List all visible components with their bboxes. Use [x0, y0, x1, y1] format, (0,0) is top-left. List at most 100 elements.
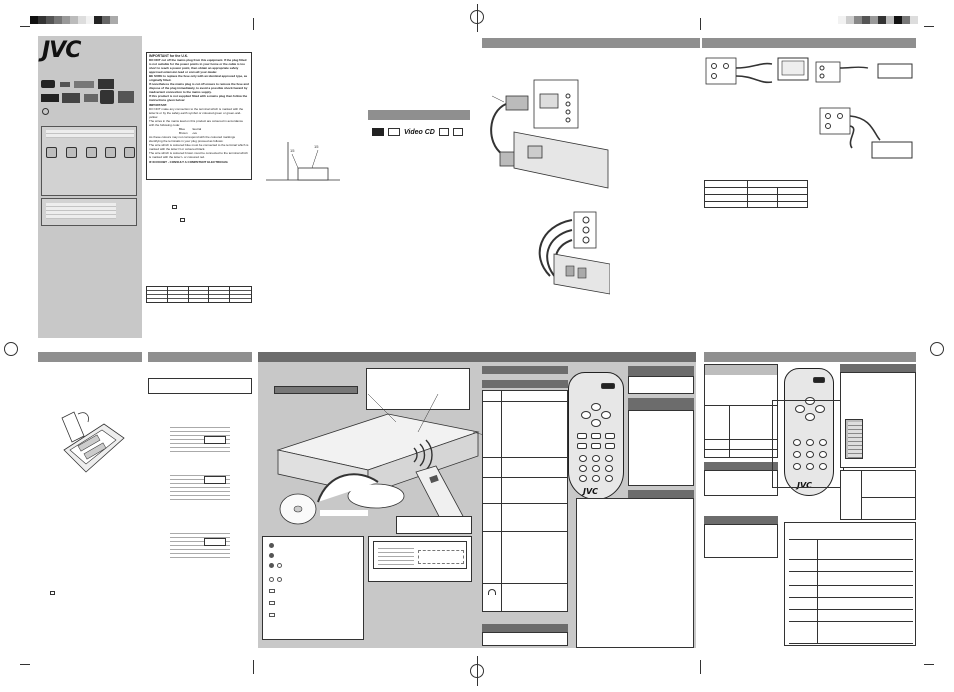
laser-icon [180, 218, 185, 222]
power-button[interactable] [813, 377, 825, 383]
info-box-text [46, 203, 116, 219]
number-button[interactable] [819, 451, 827, 458]
number-button[interactable] [819, 439, 827, 446]
number-button[interactable] [605, 475, 613, 482]
wire-neutral: Neutral [191, 127, 202, 131]
language-selection-note [148, 378, 252, 394]
transport-button[interactable] [577, 443, 587, 449]
remote-note-box [396, 516, 472, 534]
nav-left-button[interactable] [581, 411, 591, 419]
nav-down-button[interactable] [805, 413, 815, 421]
crop-mark [253, 18, 254, 30]
table-row [789, 585, 913, 586]
nav-up-button[interactable] [591, 403, 601, 411]
transport-button[interactable] [605, 443, 615, 449]
table-row [789, 609, 913, 610]
wire-note: As these colours may not correspond with… [149, 135, 249, 159]
language-button[interactable] [86, 147, 97, 158]
nav-right-button[interactable] [601, 411, 611, 419]
table-row [789, 559, 913, 560]
dvd-video-logo [372, 128, 384, 136]
features-note-2 [704, 524, 778, 558]
number-button[interactable] [806, 451, 814, 458]
table-row [789, 539, 913, 540]
tv-scart-connection-diagram [490, 79, 609, 189]
features-subheader-2 [704, 516, 778, 524]
menu-screen-2 [170, 466, 230, 502]
table-row [789, 571, 913, 572]
info-box [41, 198, 137, 226]
transport-button[interactable] [591, 443, 601, 449]
language-panel-text [46, 130, 134, 138]
number-button[interactable] [793, 463, 801, 470]
number-button[interactable] [579, 465, 587, 472]
remote-callout-header-2 [628, 398, 694, 410]
indicator-icon [277, 577, 282, 582]
connections-header-2 [702, 38, 916, 48]
disc-label [320, 510, 368, 516]
language-button[interactable] [46, 147, 57, 158]
indicator-icon [269, 543, 274, 548]
number-button[interactable] [579, 475, 587, 482]
table-row [861, 497, 915, 498]
remote-callout-header-3 [628, 490, 694, 498]
number-button[interactable] [592, 455, 600, 462]
language-button[interactable] [124, 147, 135, 158]
number-button[interactable] [793, 451, 801, 458]
number-button[interactable] [806, 463, 814, 470]
table-row [789, 597, 913, 598]
number-button[interactable] [592, 475, 600, 482]
table-row [483, 583, 567, 584]
wire-live: Live [191, 131, 198, 135]
number-button[interactable] [793, 439, 801, 446]
return-icon [488, 589, 496, 595]
menu-highlight [204, 538, 226, 546]
number-button[interactable] [592, 465, 600, 472]
transport-button[interactable] [577, 433, 587, 439]
format-logo [41, 94, 59, 102]
remote-callout-header [628, 366, 694, 376]
number-button[interactable] [806, 439, 814, 446]
number-button[interactable] [819, 463, 827, 470]
laser-icon [172, 205, 177, 209]
table-col [501, 391, 502, 611]
format-logo [60, 82, 70, 87]
indicator-icon [269, 553, 274, 558]
table-row [483, 477, 567, 478]
indicator-icon [269, 577, 274, 582]
registration-mark-top-v [477, 4, 478, 32]
number-button[interactable] [605, 465, 613, 472]
svg-text:15: 15 [314, 144, 319, 149]
transport-button[interactable] [605, 433, 615, 439]
battery-insertion-diagram [61, 411, 125, 473]
supported-discs-header [368, 110, 470, 120]
warning-label [188, 287, 210, 302]
crop-mark [700, 18, 701, 30]
power-button[interactable] [601, 383, 615, 389]
dolby-logo [74, 81, 94, 88]
table-row [483, 531, 567, 532]
table-header [705, 365, 777, 375]
nav-right-button[interactable] [815, 405, 825, 413]
crop-mark [924, 26, 934, 27]
color-calibration-bar-right [838, 16, 918, 24]
warning-label [209, 287, 231, 302]
nav-left-button[interactable] [795, 405, 805, 413]
nav-up-button[interactable] [805, 397, 815, 405]
number-button[interactable] [579, 455, 587, 462]
menu-highlight [204, 476, 226, 484]
warning-label [230, 287, 251, 302]
crop-mark [253, 660, 254, 674]
table-row [789, 621, 913, 622]
tv-rca-connection-diagram [538, 211, 610, 295]
remote-callout-box-2 [628, 410, 694, 486]
indicator-icon [269, 589, 275, 593]
language-button[interactable] [66, 147, 77, 158]
transport-button[interactable] [591, 433, 601, 439]
indicator-legend [262, 536, 364, 640]
number-button[interactable] [605, 455, 613, 462]
table-row [705, 439, 777, 440]
nav-down-button[interactable] [591, 419, 601, 427]
language-button[interactable] [105, 147, 116, 158]
features-table [704, 364, 778, 458]
